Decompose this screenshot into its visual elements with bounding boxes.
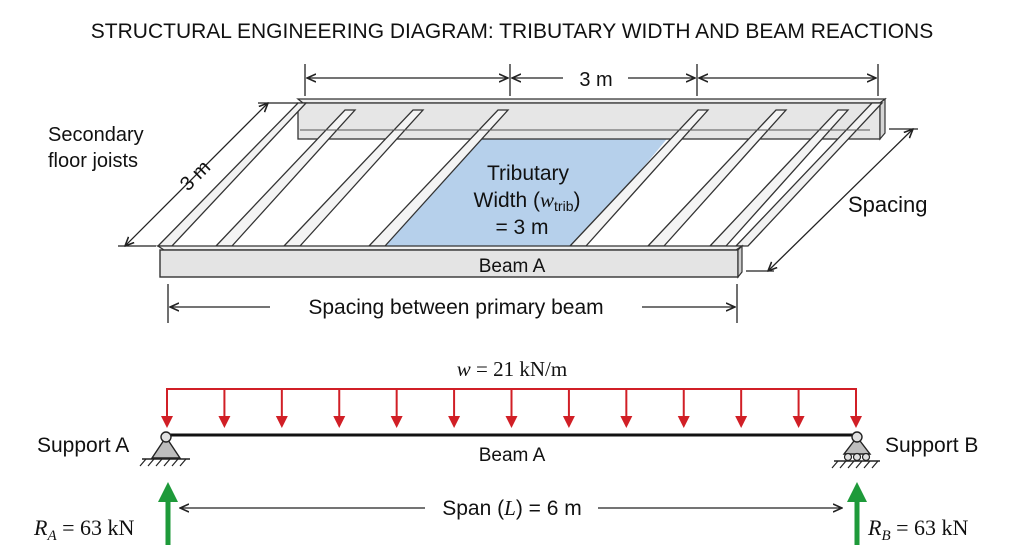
- load-arrow-head: [275, 416, 288, 428]
- top-dimension-label: 3 m: [579, 69, 612, 91]
- back-beam: [297, 102, 881, 140]
- tributary-line3: = 3 m: [495, 216, 548, 239]
- support-b-label: Support B: [885, 434, 978, 457]
- load-arrow-head: [333, 416, 346, 428]
- support-a-label: Support A: [37, 434, 129, 457]
- load-value: = 21 kN/m: [471, 357, 567, 381]
- top-dimension: 3 m: [304, 64, 879, 96]
- secondary-joists-label-line1: Secondary: [48, 124, 144, 146]
- tributary-symbol: w: [540, 188, 554, 212]
- distributed-load-arrows: [161, 389, 862, 428]
- spacing-label: Spacing: [848, 192, 928, 217]
- beam-a-label: Beam A: [479, 256, 546, 277]
- beam-a-side: [737, 244, 743, 279]
- span-label: Span (L) = 6 m: [442, 496, 582, 520]
- load-arrow-head: [161, 416, 173, 428]
- load-arrow-head: [792, 416, 805, 428]
- span-dimension: Span (L) = 6 m: [180, 496, 842, 520]
- span-symbol: L: [503, 496, 516, 520]
- load-arrow-head: [620, 416, 633, 428]
- bottom-dimension-label: Spacing between primary beam: [308, 296, 603, 319]
- reaction-a-value: = 63 kN: [57, 515, 135, 540]
- tributary-line2: Width (wtrib): [474, 188, 581, 214]
- span-suffix: ) = 6 m: [516, 497, 582, 520]
- beam-a-diagram-label: Beam A: [479, 445, 546, 466]
- reaction-a-arrow: [158, 482, 178, 545]
- beam-a: [159, 249, 739, 278]
- beam-diagram: w = 21 kN/m Beam A Support A Support B: [33, 357, 978, 545]
- bottom-dimension: Spacing between primary beam: [167, 284, 738, 323]
- reaction-b-symbol: R: [867, 515, 882, 540]
- load-label: w = 21 kN/m: [457, 357, 567, 381]
- tributary-suffix: ): [573, 189, 580, 212]
- tributary-subscript: trib: [554, 198, 574, 214]
- load-arrow-head: [735, 416, 748, 428]
- reaction-b-value: = 63 kN: [891, 515, 969, 540]
- load-arrow-head: [390, 416, 403, 428]
- load-arrow-head: [448, 416, 461, 428]
- support-b-roller: [831, 431, 880, 469]
- tributary-width-label: Tributary Width (wtrib) = 3 m: [474, 162, 581, 239]
- reaction-b-arrow: [847, 482, 867, 545]
- tributary-line1: Tributary: [487, 162, 570, 185]
- support-a-pin: [139, 431, 190, 467]
- load-arrow-head: [218, 416, 231, 428]
- load-arrow-head: [677, 416, 690, 428]
- secondary-joists-label-line2: floor joists: [48, 150, 138, 172]
- reaction-b-label: RB = 63 kN: [867, 515, 969, 544]
- reaction-b-subscript: B: [881, 528, 890, 544]
- tributary-prefix: Width (: [474, 189, 541, 212]
- span-prefix: Span (: [442, 497, 504, 520]
- load-arrow-head: [505, 416, 518, 428]
- diagram-title: STRUCTURAL ENGINEERING DIAGRAM: TRIBUTAR…: [91, 20, 933, 43]
- load-symbol: w: [457, 357, 471, 381]
- reaction-a-subscript: A: [46, 528, 57, 544]
- floor-plan: Beam A 3 m 3 m Spacing Sec: [48, 64, 928, 323]
- reaction-a-symbol: R: [33, 515, 48, 540]
- side-dimension: 3 m: [118, 103, 298, 246]
- load-arrow-head: [850, 416, 862, 428]
- spacing-dimension: Spacing: [746, 129, 928, 271]
- load-arrow-head: [562, 416, 575, 428]
- reaction-a-label: RA = 63 kN: [33, 515, 135, 544]
